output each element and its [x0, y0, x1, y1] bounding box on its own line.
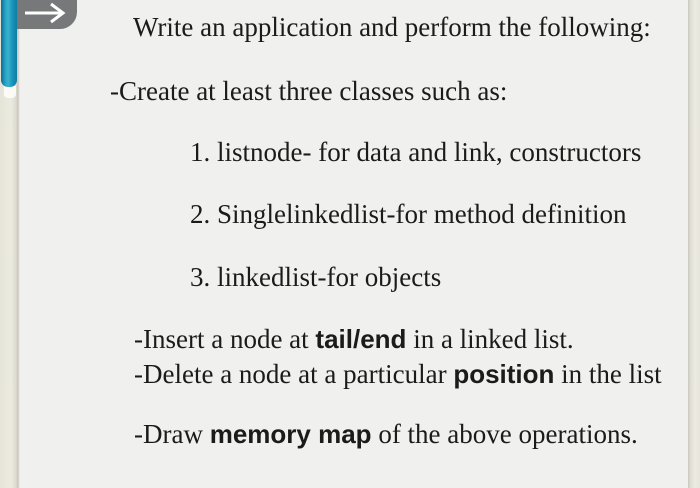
forward-button[interactable] [13, 0, 77, 29]
text-line: Write an application and perform the fol… [133, 11, 651, 43]
text-line: 2. Singlelinkedlist-for method definitio… [190, 198, 626, 230]
text-line: 3. linkedlist-for objects [190, 261, 441, 293]
text-segment: -Create at least three classes such as: [110, 76, 508, 106]
text-line: -Insert a node at tail/end in a linked l… [134, 323, 574, 355]
pen-tip [4, 86, 16, 98]
emphasized-term: tail/end [315, 324, 407, 354]
text-segment: -Draw [134, 419, 210, 449]
text-segment: 1. listnode- for data and link, construc… [190, 137, 642, 167]
left-page-edge [0, 0, 20, 488]
text-segment: 3. linkedlist-for objects [190, 262, 442, 292]
emphasized-term: position [453, 359, 555, 389]
text-line: -Create at least three classes such as: [110, 75, 507, 107]
text-segment: in a linked list. [406, 324, 574, 354]
emphasized-term: memory map [209, 419, 372, 449]
text-segment: -Delete a node at a particular [134, 359, 454, 389]
text-line: -Draw memory map of the above operations… [134, 418, 638, 450]
text-line: 1. listnode- for data and link, construc… [190, 136, 641, 168]
text-segment: -Insert a node at [134, 324, 316, 354]
right-page-edge [688, 0, 700, 488]
text-segment: in the list [554, 359, 662, 389]
teal-marker-bar [1, 0, 17, 87]
text-segment: 2. Singlelinkedlist-for method definitio… [190, 199, 627, 229]
text-line: -Delete a node at a particular position … [134, 358, 662, 390]
text-segment: Write an application and perform the fol… [133, 12, 651, 42]
text-segment: of the above operations. [371, 419, 638, 449]
